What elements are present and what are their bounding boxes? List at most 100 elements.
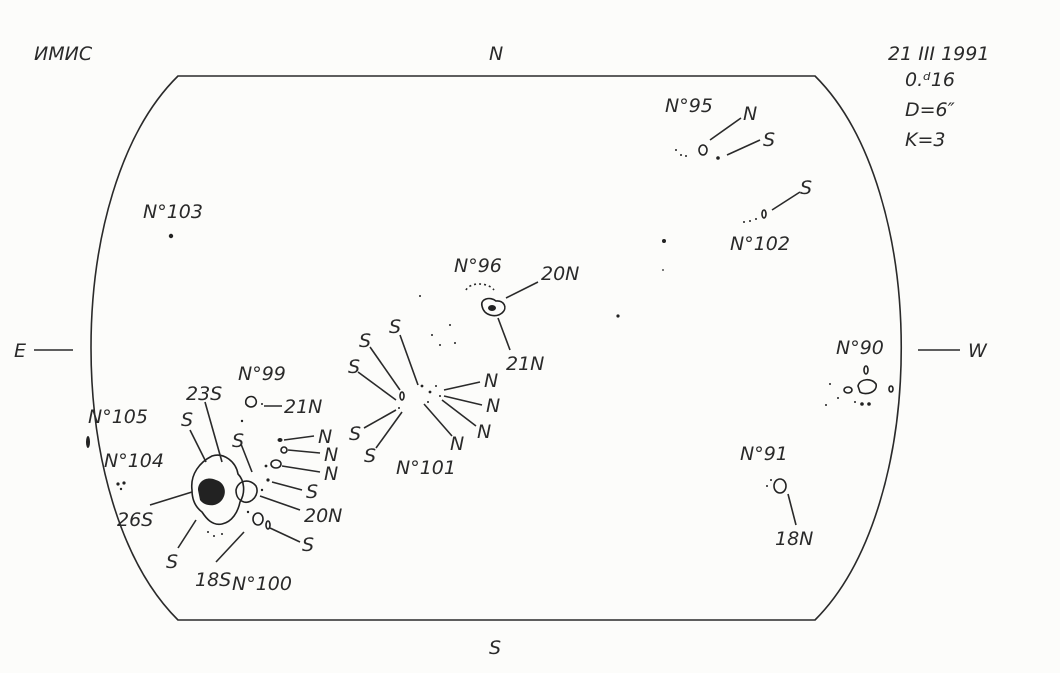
region-101-spot [399, 391, 405, 401]
region-100-n: N [318, 426, 332, 448]
region-104-dot [119, 487, 123, 491]
region-100-dot [246, 510, 250, 514]
region-102-s: S [800, 177, 812, 199]
diameter-label: D=6″ [905, 99, 955, 121]
isolated-dot [419, 295, 421, 297]
region-100-label: N°100 [232, 573, 292, 595]
region-101-n-line [441, 399, 477, 427]
region-100-20n: 20N [304, 505, 342, 527]
disk-outline [90, 75, 903, 621]
region-100-leader [240, 443, 253, 473]
region-100-dot [240, 419, 244, 423]
region-101-s: S [389, 316, 401, 338]
region-96-20n-line [505, 281, 539, 299]
region-101-s: S [364, 445, 376, 467]
region-101-n-line [423, 403, 453, 437]
region-100-dot [264, 464, 268, 468]
region-101-n-line [443, 395, 483, 406]
region-90-dot [867, 402, 871, 406]
region-100-s: S [166, 551, 178, 573]
region-90-dot [829, 383, 831, 385]
region-99-label: N°99 [238, 363, 286, 385]
region-100-23s: 23S [186, 383, 222, 405]
region-100-18s: 18S [195, 569, 231, 591]
region-100-dot [213, 535, 215, 537]
region-101-s-line [375, 411, 403, 449]
region-95-dot [680, 154, 682, 156]
east-label: E [14, 340, 26, 362]
region-104-dot [116, 482, 120, 486]
date-label: 21 III 1991 [888, 43, 989, 65]
region-100-s: S [181, 409, 193, 431]
region-90-dot [860, 402, 864, 406]
isolated-dot [439, 344, 441, 346]
region-102-dot [743, 221, 745, 223]
region-101-n-line [443, 381, 481, 391]
region-100-dot [260, 488, 264, 492]
region-95-spot [698, 144, 708, 156]
region-104-dot [122, 481, 126, 485]
region-100-s: S [302, 534, 314, 556]
region-101-dot [420, 384, 424, 388]
region-99-spot [244, 395, 258, 408]
region-96-21n-line [497, 317, 511, 351]
region-100-leader [283, 435, 315, 441]
region-101-n: N [477, 421, 491, 443]
region-100-leader [281, 465, 321, 473]
region-95-n: N [743, 103, 757, 125]
region-96-label: N°96 [454, 255, 502, 277]
region-100-dot [221, 533, 223, 535]
region-95-dot [675, 149, 677, 151]
isolated-spot [662, 239, 666, 243]
region-100-n: N [324, 463, 338, 485]
time-label: 0.ᵈ16 [905, 69, 955, 91]
region-100-spot [270, 459, 282, 469]
region-100-spot [252, 512, 264, 526]
isolated-dot [431, 334, 433, 336]
isolated-dot [616, 314, 620, 318]
region-95-label: N°95 [665, 95, 713, 117]
region-101-s: S [349, 423, 361, 445]
region-102-dot [749, 220, 751, 222]
region-100-leader [149, 491, 193, 506]
region-101-s-line [357, 371, 397, 401]
region-96-21n: 21N [506, 353, 544, 375]
region-99-dot [261, 403, 263, 405]
region-96-spot [480, 297, 506, 317]
region-101-dot [428, 390, 432, 394]
region-101-label: N°101 [396, 457, 456, 479]
region-100-spot [277, 438, 283, 442]
region-100-umbra [198, 478, 225, 506]
region-99-21n: 21N [284, 396, 322, 418]
region-90-label: N°90 [836, 337, 884, 359]
region-100-leader [269, 527, 301, 543]
region-100-leader [259, 495, 301, 511]
region-95-dot [685, 155, 687, 157]
region-91-dot [766, 485, 768, 487]
region-90-spot [857, 378, 877, 395]
region-105-label: N°105 [88, 406, 148, 428]
region-105-spot [86, 436, 90, 448]
region-90-dot [854, 401, 856, 403]
region-95-n-line [709, 117, 742, 141]
region-96-plage [465, 283, 495, 291]
region-95-spot-small [716, 156, 720, 160]
region-101-dot [398, 407, 400, 409]
region-100-26s: 26S [117, 509, 153, 531]
region-101-n: N [450, 433, 464, 455]
region-100-penumbra [190, 454, 245, 526]
region-90-dot [837, 397, 839, 399]
south-label: S [489, 637, 501, 659]
region-96-20n: 20N [541, 263, 579, 285]
region-102-dot [755, 218, 757, 220]
region-101-s-line [363, 409, 397, 429]
region-100-leader [271, 481, 303, 491]
region-90-spot-e [843, 386, 853, 394]
region-101-n: N [484, 370, 498, 392]
region-91-dot [770, 479, 772, 481]
region-100-leader [215, 531, 245, 563]
region-91-18n: 18N [775, 528, 813, 550]
region-95-s-line [726, 139, 761, 156]
region-104-label: N°104 [104, 450, 164, 472]
region-101-dot [439, 395, 441, 397]
